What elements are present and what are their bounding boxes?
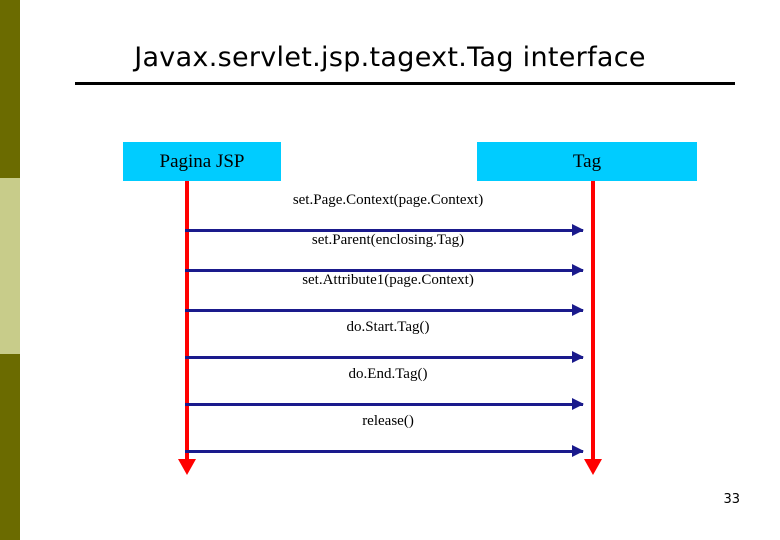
message-arrowhead-5 [572, 398, 584, 410]
slide-number: 33 [723, 492, 740, 507]
lifeline-tag [591, 181, 595, 461]
message-label-1: set.Page.Context(page.Context) [292, 192, 484, 208]
actor-box-tag: Tag [477, 142, 697, 181]
lifeline-arrowhead-pagina-jsp [178, 459, 196, 475]
actor-label-tag: Tag [572, 150, 602, 172]
sidebar-block-top [0, 0, 20, 178]
message-4: do.Start.Tag() [185, 319, 591, 363]
message-label-2: set.Parent(enclosing.Tag) [311, 232, 465, 248]
actor-box-pagina-jsp: Pagina JSP [123, 142, 281, 181]
title-underline [75, 82, 735, 85]
message-line-2 [185, 264, 584, 276]
message-line-6 [185, 445, 584, 457]
message-arrowhead-6 [572, 445, 584, 457]
sidebar-block-bottom [0, 354, 20, 540]
message-label-4: do.Start.Tag() [346, 319, 430, 335]
message-5: do.End.Tag() [185, 366, 591, 410]
message-arrowhead-1 [572, 224, 584, 236]
message-3: set.Attribute1(page.Context) [185, 272, 591, 316]
message-arrowhead-2 [572, 264, 584, 276]
message-arrowhead-4 [572, 351, 584, 363]
sidebar-block-middle [0, 178, 20, 354]
message-line-3 [185, 304, 584, 316]
message-label-3: set.Attribute1(page.Context) [302, 272, 474, 288]
message-line-4 [185, 351, 584, 363]
message-1: set.Page.Context(page.Context) [185, 192, 591, 236]
lifeline-pagina-jsp [185, 181, 189, 461]
message-2: set.Parent(enclosing.Tag) [185, 232, 591, 276]
message-label-6: release() [362, 413, 414, 429]
message-line-5 [185, 398, 584, 410]
message-arrowhead-3 [572, 304, 584, 316]
message-line-1 [185, 224, 584, 236]
page-title: Javax.servlet.jsp.tagext.Tag interface [134, 42, 646, 73]
actor-label-pagina-jsp: Pagina JSP [159, 150, 245, 172]
message-6: release() [185, 413, 591, 457]
lifeline-arrowhead-tag [584, 459, 602, 475]
message-label-5: do.End.Tag() [348, 366, 428, 382]
